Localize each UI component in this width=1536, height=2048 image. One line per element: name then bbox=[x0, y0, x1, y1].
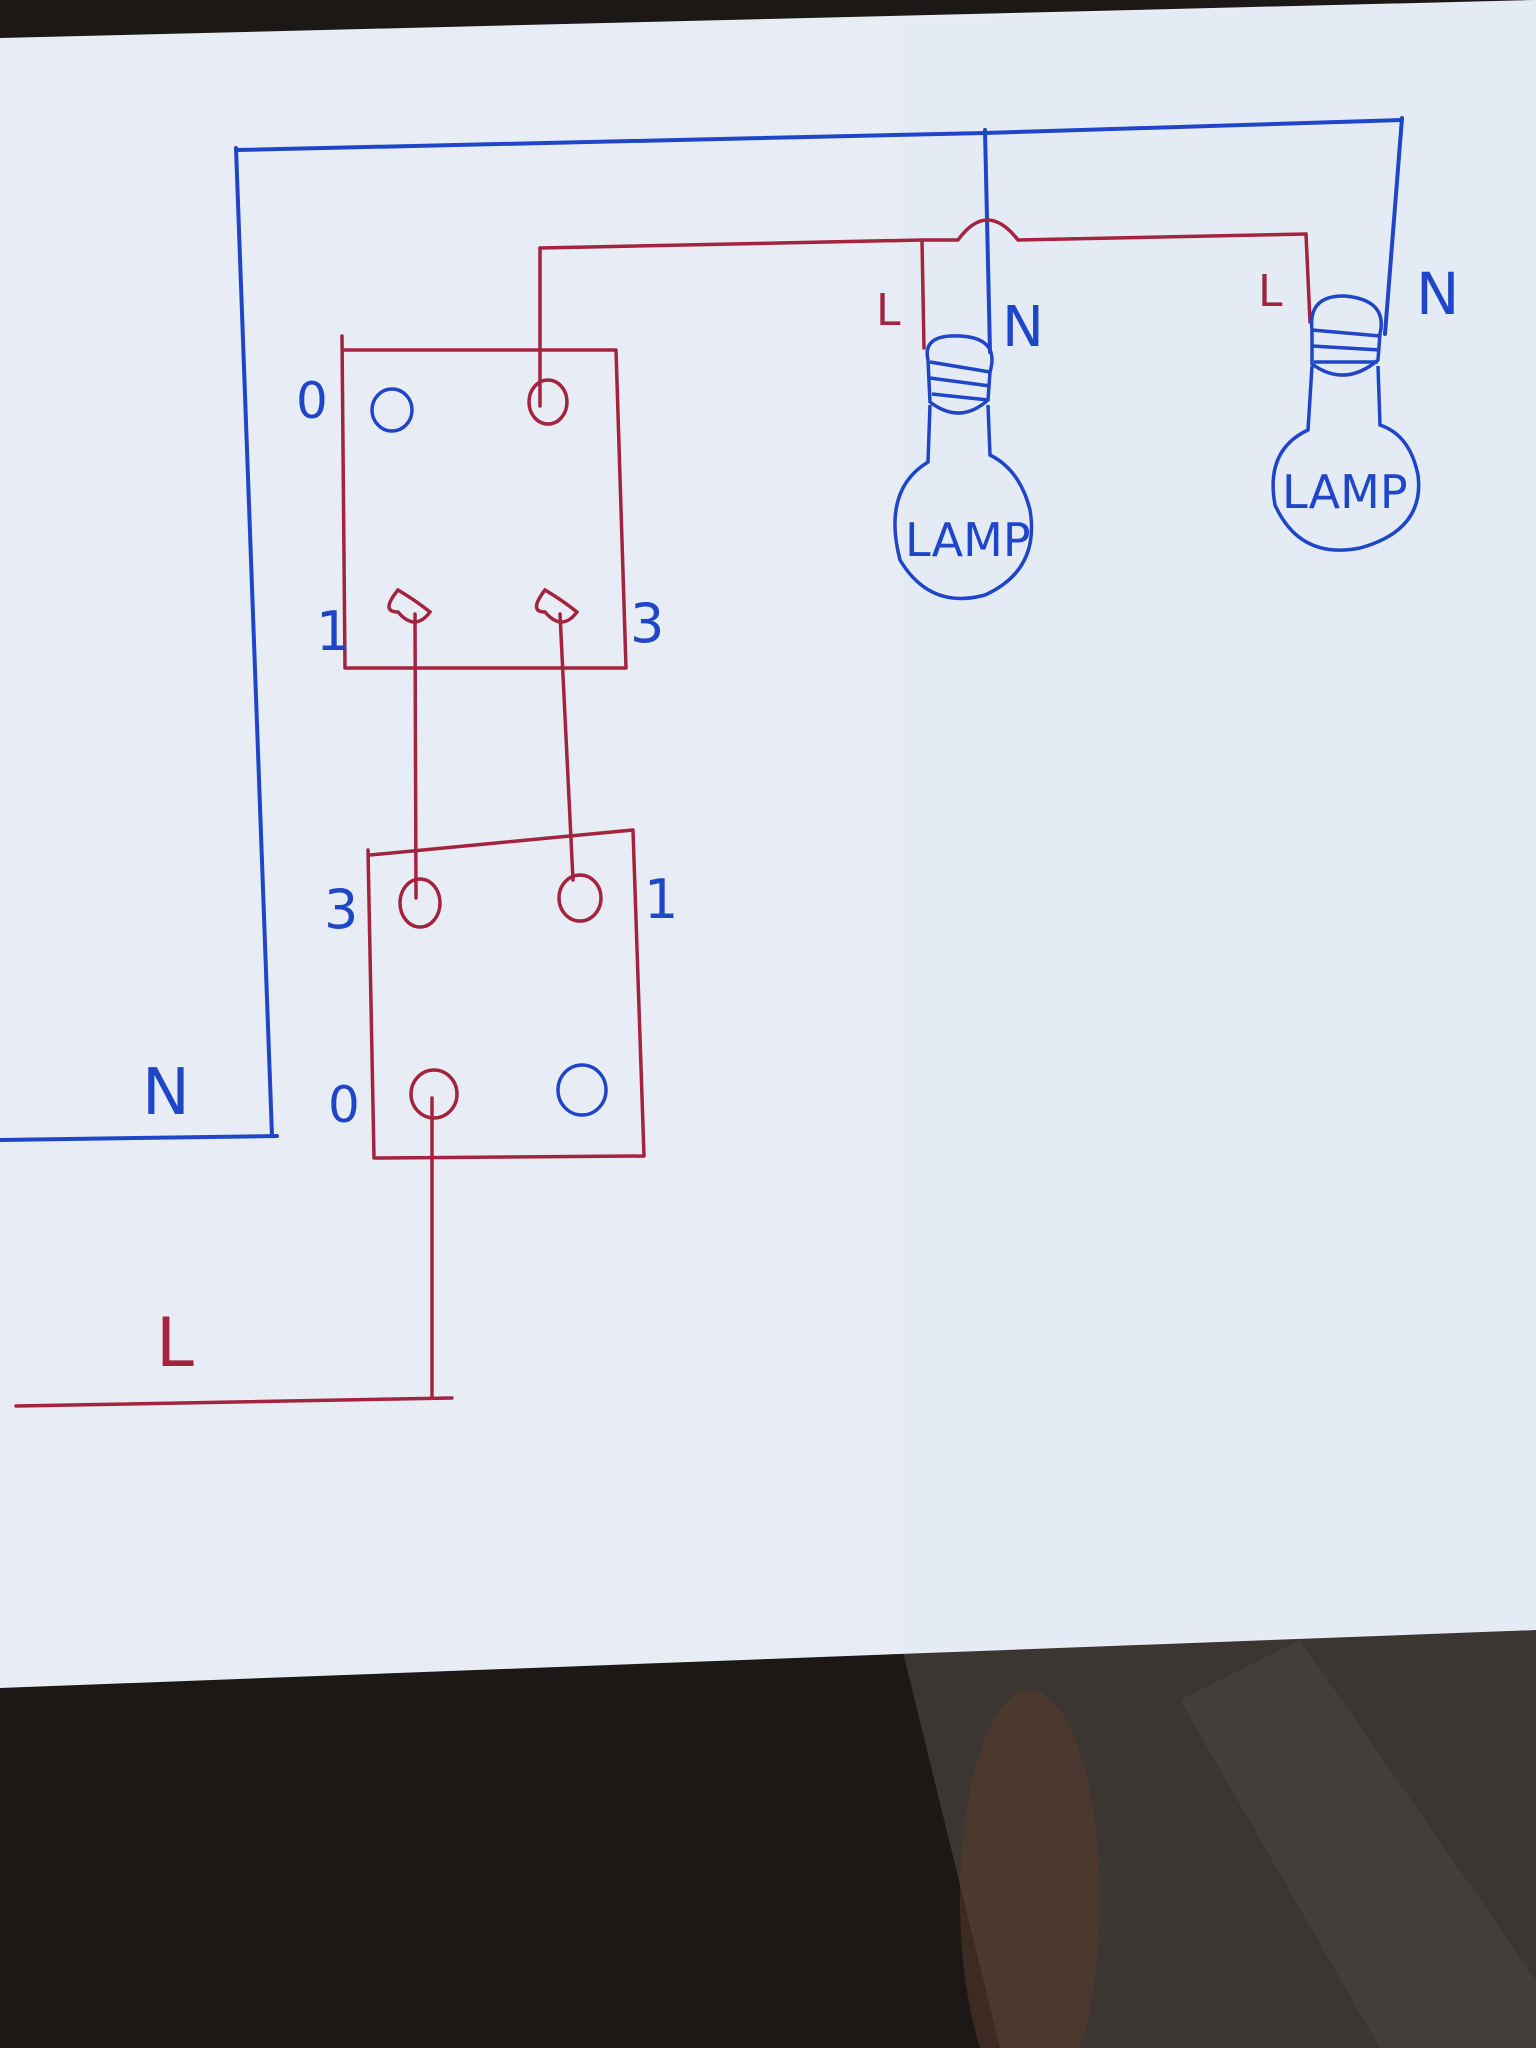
top-switch-label-3: 3 bbox=[630, 592, 664, 655]
bottom-switch-label-3: 3 bbox=[324, 878, 358, 941]
live-lamp1-drop bbox=[920, 238, 926, 350]
terminal-bottom-0-left bbox=[409, 1068, 459, 1120]
bottom-switch-label-0: 0 bbox=[328, 1076, 360, 1134]
terminal-top-1-right bbox=[534, 587, 580, 624]
terminal-bottom-0-right bbox=[556, 1063, 608, 1117]
lamp-1-base-threads bbox=[929, 360, 991, 402]
lamp-2-neutral-label: N bbox=[1416, 260, 1459, 328]
terminal-top-0-right bbox=[527, 378, 569, 426]
lamp-2 bbox=[1271, 294, 1421, 552]
lamp-1-bulb-icon bbox=[893, 404, 1034, 601]
lamp-2-live-label: L bbox=[1258, 266, 1283, 317]
lamp-2-bulb-icon bbox=[1271, 365, 1421, 552]
top-switch-label-1: 1 bbox=[316, 600, 350, 663]
terminal-bottom-3-left bbox=[398, 877, 442, 929]
lamp-1-label: LAMP bbox=[905, 513, 1031, 567]
bottom-switch-box bbox=[366, 828, 646, 1160]
lamp-1-live-label: L bbox=[876, 285, 901, 336]
traveller-wire-2 bbox=[558, 612, 575, 882]
neutral-lamp2-drop bbox=[1383, 116, 1404, 336]
live-wiring bbox=[14, 218, 1312, 1408]
neutral-supply-line bbox=[0, 1134, 279, 1142]
terminal-bottom-1-right bbox=[557, 873, 603, 923]
terminals bbox=[370, 378, 608, 1120]
neutral-supply-label: N bbox=[142, 1056, 190, 1130]
neutral-riser bbox=[234, 146, 274, 1138]
floor-tile-edge bbox=[1180, 1640, 1536, 2048]
lamp-1-base-icon bbox=[925, 334, 994, 415]
paper-shade bbox=[900, 0, 1536, 1650]
top-switch-label-0: 0 bbox=[296, 372, 328, 430]
top-switch-box bbox=[340, 334, 628, 670]
terminal-top-1-left bbox=[387, 587, 433, 624]
live-lamp2-drop bbox=[1304, 232, 1312, 324]
lamp-2-base-threads bbox=[1311, 328, 1381, 364]
lamp-1 bbox=[893, 334, 1034, 601]
traveller-wire-1 bbox=[413, 612, 418, 900]
bottom-switch-label-1: 1 bbox=[644, 868, 678, 931]
live-supply-line bbox=[14, 1396, 454, 1408]
lamp-2-base-icon bbox=[1309, 294, 1383, 377]
lamp-2-label: LAMP bbox=[1282, 465, 1408, 519]
neutral-wiring bbox=[0, 116, 1404, 1142]
lamp-1-neutral-label: N bbox=[1002, 295, 1044, 360]
foot-shape bbox=[960, 1690, 1100, 2048]
terminal-top-0-left bbox=[370, 387, 414, 433]
switched-live-bus bbox=[538, 218, 1308, 250]
neutral-lamp1-drop bbox=[983, 128, 992, 354]
live-supply-label: L bbox=[156, 1304, 194, 1383]
